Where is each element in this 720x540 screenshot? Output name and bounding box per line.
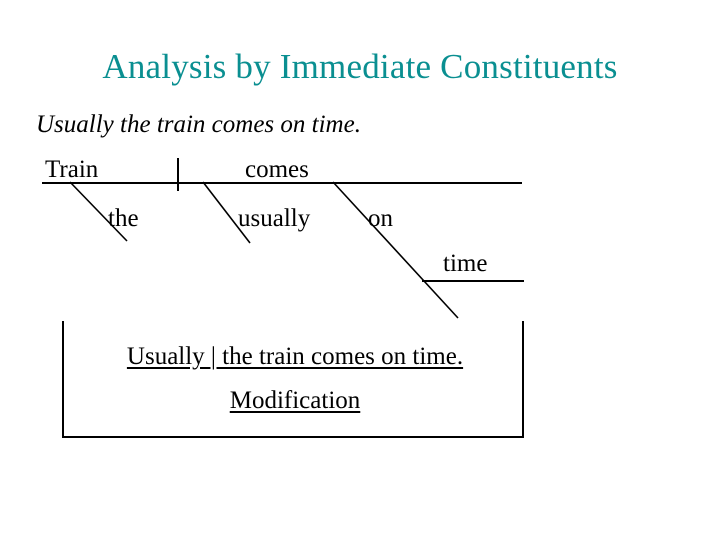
diagram-time-rule bbox=[422, 280, 524, 282]
diagram-word-determiner: the bbox=[108, 205, 139, 232]
diagram-word-predicate: comes bbox=[245, 156, 309, 183]
diagram-word-object-of-preposition: time bbox=[443, 250, 488, 277]
modification-box-line-1: Usually | the train comes on time. bbox=[64, 342, 526, 372]
modification-box: Usually | the train comes on time. Modif… bbox=[62, 321, 524, 438]
modification-box-line-2: Modification bbox=[64, 386, 526, 416]
diagram-word-adverb: usually bbox=[238, 205, 311, 232]
diagram-word-subject: Train bbox=[45, 156, 99, 183]
diagram-baseline-rule bbox=[42, 182, 522, 184]
example-sentence: Usually the train comes on time. bbox=[36, 111, 361, 138]
page-title: Analysis by Immediate Constituents bbox=[102, 47, 618, 86]
diagonal-preposition-line bbox=[332, 181, 459, 319]
diagram-word-preposition: on bbox=[368, 205, 393, 232]
diagram-subject-predicate-divider bbox=[177, 158, 179, 191]
modification-box-line-1-text: Usually | the train comes on time. bbox=[126, 343, 464, 370]
modification-box-line-2-text: Modification bbox=[229, 387, 361, 414]
